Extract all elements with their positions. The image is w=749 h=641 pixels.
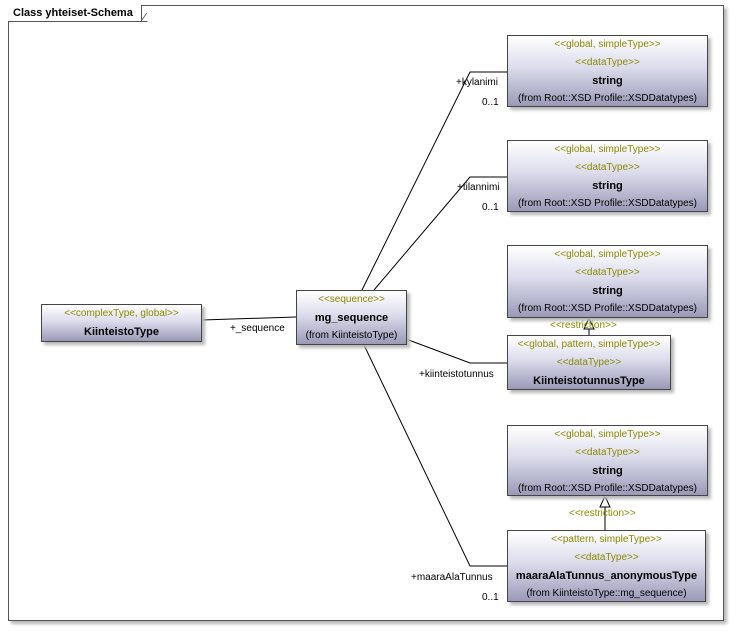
stereotype-label: <<complexType, global>> — [64, 308, 179, 319]
role-kylanimi: +kylanimi — [456, 77, 498, 88]
link-kiinteistotunnus — [405, 338, 507, 364]
restriction-label-2: <<restriction>> — [569, 508, 636, 519]
class-kiinteisto-type[interactable]: <<complexType, global>> KiinteistoType — [41, 304, 202, 342]
stereotype-label: <<pattern, simpleType>> — [551, 534, 662, 545]
generalization-arrow-1 — [583, 316, 595, 330]
stereotype-label: <<dataType>> — [575, 162, 640, 173]
class-name: KiinteistotunnusType — [533, 375, 645, 387]
class-name: string — [592, 75, 623, 87]
link-tilannimi — [373, 176, 507, 291]
class-string-tilannimi[interactable]: <<global, simpleType>> <<dataType>> stri… — [507, 140, 708, 212]
class-kiinteistotunnus-type[interactable]: <<global, pattern, simpleType>> <<dataTy… — [507, 335, 671, 390]
class-name: mg_sequence — [314, 312, 389, 324]
class-origin: (from Root::XSD Profile::XSDDatatypes) — [518, 93, 697, 104]
class-name: string — [592, 285, 623, 297]
stereotype-label: <<dataType>> — [575, 267, 640, 278]
diagram-title: Class yhteiset-Schema — [8, 5, 142, 22]
class-origin: (from Root::XSD Profile::XSDDatatypes) — [518, 303, 697, 314]
mult-kylanimi: 0..1 — [482, 97, 499, 108]
stereotype-label: <<dataType>> — [575, 447, 640, 458]
role-maara-ala: +maaraAlaTunnus — [411, 572, 493, 583]
restriction-label-1: <<restriction>> — [550, 320, 617, 331]
link-sequence — [201, 316, 297, 321]
link-maara-ala — [363, 344, 507, 567]
stereotype-label: <<global, simpleType>> — [554, 144, 661, 155]
class-string-kiinteistotunnus-base[interactable]: <<global, simpleType>> <<dataType>> stri… — [507, 245, 708, 318]
stereotype-label: <<dataType>> — [556, 357, 622, 368]
class-name: maaraAlaTunnus_anonymousType — [515, 570, 698, 582]
class-origin: (from Root::XSD Profile::XSDDatatypes) — [518, 483, 697, 494]
stereotype-label: <<dataType>> — [575, 57, 640, 68]
class-origin: (from Root::XSD Profile::XSDDatatypes) — [518, 198, 697, 209]
stereotype-label: <<global, simpleType>> — [554, 429, 661, 440]
stereotype-label: <<sequence>> — [318, 294, 385, 305]
class-origin: (from KiinteistoType) — [305, 330, 398, 341]
class-string-kylanimi[interactable]: <<global, simpleType>> <<dataType>> stri… — [507, 35, 708, 107]
stereotype-label: <<global, pattern, simpleType>> — [517, 339, 661, 350]
stereotype-label: <<global, simpleType>> — [554, 39, 661, 50]
generalization-arrow-2 — [599, 494, 611, 508]
link-kylanimi — [361, 71, 507, 291]
stereotype-label: <<dataType>> — [574, 552, 639, 563]
mult-maara-ala: 0..1 — [482, 592, 499, 603]
mult-tilannimi: 0..1 — [482, 202, 499, 213]
role-kiinteistotunnus: +kiinteistotunnus — [419, 369, 494, 380]
class-mg-sequence[interactable]: <<sequence>> mg_sequence (from Kiinteist… — [296, 290, 407, 345]
class-string-maara-ala-base[interactable]: <<global, simpleType>> <<dataType>> stri… — [507, 425, 708, 496]
class-name: string — [592, 465, 623, 477]
class-maara-ala-tunnus-type[interactable]: <<pattern, simpleType>> <<dataType>> maa… — [507, 530, 706, 602]
class-origin: (from KiinteistoType::mg_sequence) — [526, 588, 687, 599]
class-name: string — [592, 180, 623, 192]
role-tilannimi: +tilannimi — [457, 182, 500, 193]
class-name: KiinteistoType — [84, 326, 159, 338]
stereotype-label: <<global, simpleType>> — [554, 249, 661, 260]
role-sequence: +_sequence — [230, 323, 285, 334]
